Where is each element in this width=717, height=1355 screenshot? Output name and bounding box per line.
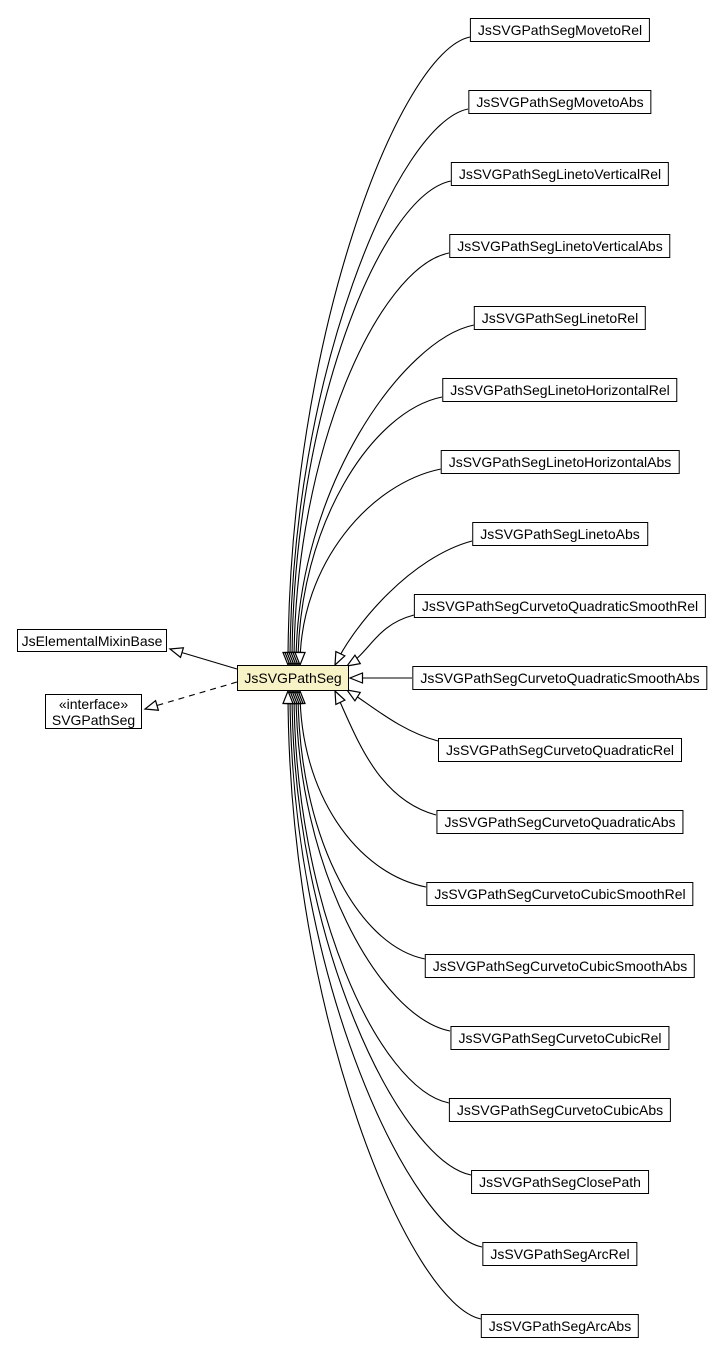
connector-line: [282, 689, 482, 1320]
subclass-box[interactable]: JsSVGPathSegLinetoAbs: [472, 522, 648, 546]
subclass-box[interactable]: JsSVGPathSegLinetoRel: [473, 306, 647, 330]
subclass-box[interactable]: JsSVGPathSegLinetoHorizontalRel: [442, 378, 678, 402]
subclass-box[interactable]: JsSVGPathSegMovetoRel: [469, 18, 651, 42]
connector-line: [292, 396, 443, 667]
interface-box-svgpathseg[interactable]: «interface» SVGPathSeg: [45, 694, 142, 729]
subclass-box[interactable]: JsSVGPathSegArcRel: [482, 1242, 638, 1266]
subclass-box[interactable]: JsSVGPathSegCurvetoQuadraticAbs: [436, 810, 684, 834]
connector-line: [345, 689, 439, 742]
connector-line: [334, 540, 473, 667]
connector-line: [143, 681, 238, 711]
subclass-box[interactable]: JsSVGPathSegCurvetoCubicSmoothRel: [426, 882, 694, 906]
connector-line: [290, 324, 475, 667]
class-box-jssvgpathseg[interactable]: JsSVGPathSeg: [237, 665, 349, 691]
connector-line: [345, 614, 415, 667]
subclass-box[interactable]: JsSVGPathSegCurvetoCubicRel: [450, 1026, 670, 1050]
subclass-box[interactable]: JsSVGPathSegClosePath: [471, 1170, 649, 1194]
connector-line: [168, 647, 238, 670]
connector-line: [290, 689, 451, 1032]
subclass-box[interactable]: JsSVGPathSegCurvetoCubicSmoothAbs: [424, 954, 696, 978]
connector-line: [288, 689, 450, 1104]
connector-line: [294, 468, 442, 667]
connector-line: [284, 689, 483, 1248]
connector-line: [282, 36, 471, 667]
connector-line: [286, 180, 452, 667]
subclass-box[interactable]: JsSVGPathSegLinetoVerticalRel: [450, 162, 670, 186]
connector-line: [334, 689, 437, 816]
class-box-jselementalmixinbase[interactable]: JsElementalMixinBase: [17, 629, 167, 652]
connector-line: [292, 689, 426, 960]
connector-line: [288, 252, 450, 667]
subclass-box[interactable]: JsSVGPathSegLinetoVerticalAbs: [449, 234, 671, 258]
subclass-box[interactable]: JsSVGPathSegMovetoAbs: [468, 90, 652, 114]
subclass-box[interactable]: JsSVGPathSegCurvetoQuadraticRel: [438, 738, 682, 762]
subclass-box[interactable]: JsSVGPathSegCurvetoQuadraticSmoothRel: [413, 594, 707, 618]
interface-name: SVGPathSeg: [51, 711, 136, 728]
subclass-box[interactable]: JsSVGPathSegCurvetoQuadraticSmoothAbs: [412, 666, 708, 690]
interface-stereotype: «interface»: [58, 695, 129, 712]
connector-line: [286, 689, 472, 1176]
subclass-box[interactable]: JsSVGPathSegCurvetoCubicAbs: [448, 1098, 672, 1122]
subclass-box[interactable]: JsSVGPathSegArcAbs: [480, 1314, 640, 1338]
connector-line: [294, 689, 427, 888]
subclass-box[interactable]: JsSVGPathSegLinetoHorizontalAbs: [440, 450, 680, 474]
connector-line: [284, 108, 469, 667]
